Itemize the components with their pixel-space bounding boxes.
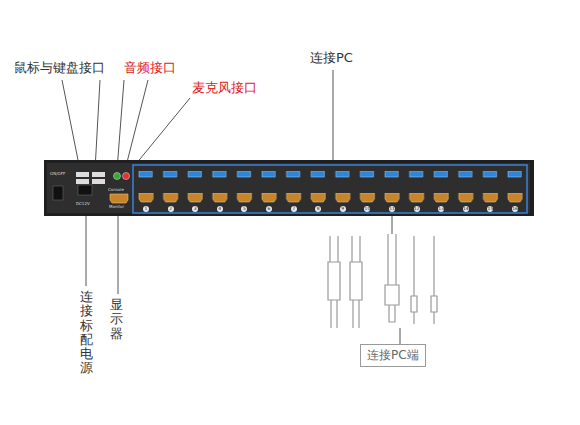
port-number: 10 (364, 206, 370, 212)
port-number: 6 (266, 206, 272, 212)
port-number: 5 (241, 206, 247, 212)
callout-label: 鼠标与键盘接口 (14, 60, 105, 76)
callout-label: 麦克风接口 (192, 80, 257, 96)
port-number: 2 (168, 206, 174, 212)
port-number: 4 (217, 206, 223, 212)
callout-label: Console (108, 188, 124, 193)
callout-label: DC12V (76, 202, 90, 207)
callout-label: 音频接口 (124, 60, 176, 76)
port-number: 14 (463, 206, 469, 212)
callout-label: Monitor (109, 205, 124, 210)
callout-label: ON/OFF (50, 172, 65, 177)
vertical-label: 显示器 (110, 298, 123, 341)
vertical-label: 连接标配电源 (80, 290, 93, 376)
cable-drawing (328, 234, 437, 328)
caption-box: 连接PC端 (360, 344, 426, 367)
port-number: 12 (414, 206, 420, 212)
port-number: 3 (192, 206, 198, 212)
port-number: 13 (438, 206, 444, 212)
port-number: 15 (487, 206, 493, 212)
callout-label: 连接PC (310, 50, 353, 66)
port-number: 16 (512, 206, 518, 212)
port-number: 8 (315, 206, 321, 212)
port-number: 11 (389, 206, 395, 212)
port-number: 7 (291, 206, 297, 212)
port-number: 1 (143, 206, 149, 212)
box-text: 连接PC端 (367, 347, 419, 364)
port-number: 9 (340, 206, 346, 212)
